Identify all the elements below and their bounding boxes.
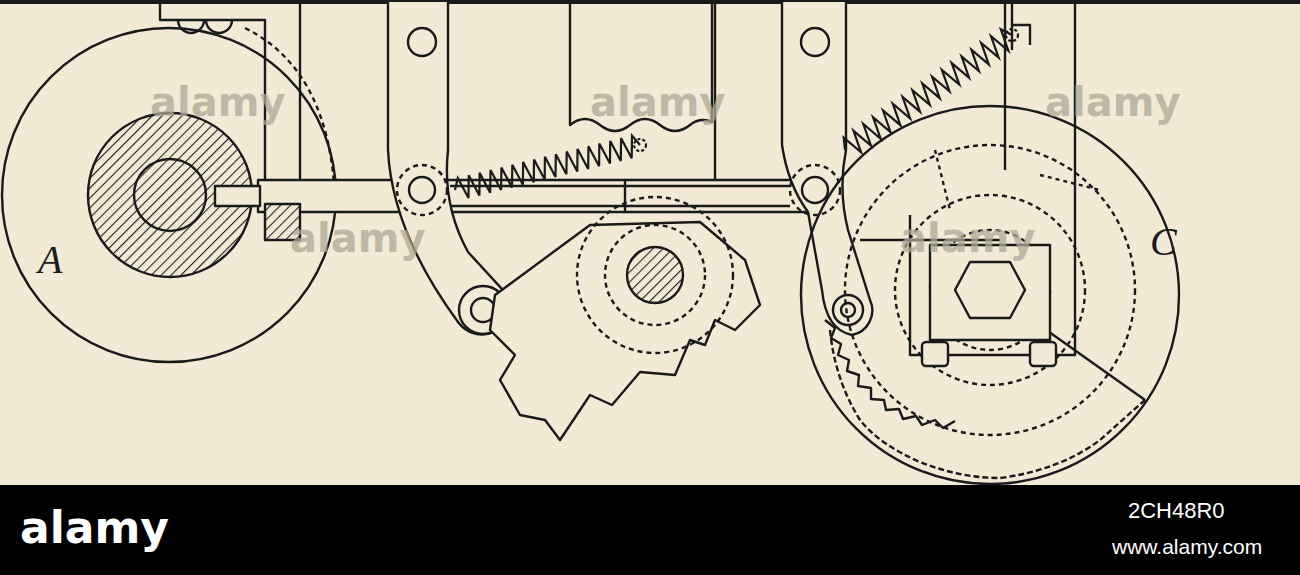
logo: alamy — [20, 506, 169, 550]
watermark: alamy — [900, 218, 1035, 258]
mechanism-illustration — [0, 0, 1300, 485]
spring — [844, 29, 1012, 152]
watermark: alamy — [290, 218, 425, 258]
part-letter: C — [1150, 222, 1177, 262]
watermark: alamy — [590, 82, 725, 122]
watermark: alamy — [150, 82, 285, 122]
spring — [455, 136, 640, 198]
part-letter: A — [38, 240, 62, 280]
footer-bar — [0, 485, 1300, 575]
watermark: alamy — [1045, 82, 1180, 122]
image-id: 2CH48R0 — [1128, 500, 1225, 522]
website-url: www.alamy.com — [1112, 536, 1262, 557]
